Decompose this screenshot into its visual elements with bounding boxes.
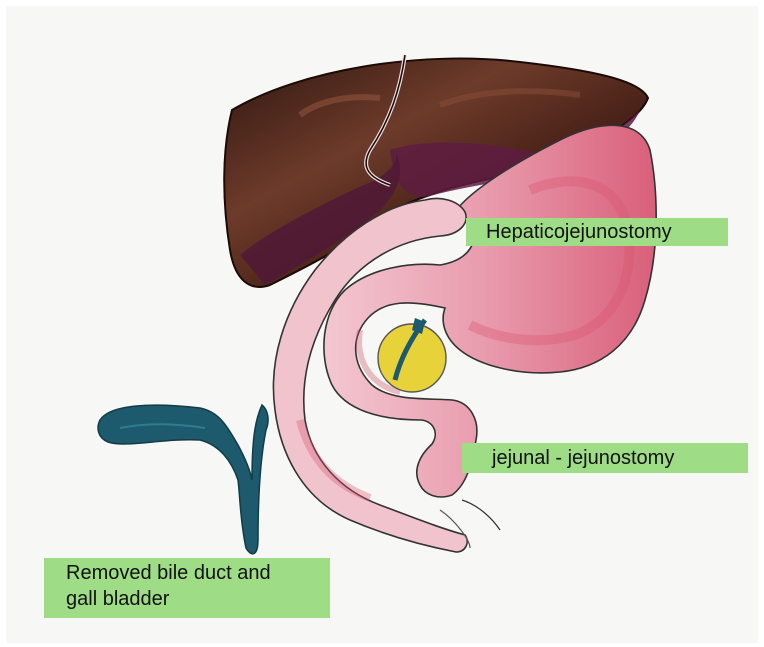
removed-bile-duct-label: Removed bile duct and gall bladder bbox=[44, 558, 330, 618]
jejunal-jejunostomy-label: jejunal - jejunostomy bbox=[462, 443, 748, 473]
removed-bile-duct-gallbladder-icon bbox=[98, 405, 268, 554]
hepaticojejunostomy-label: Hepaticojejunostomy bbox=[466, 218, 728, 246]
yellow-anastomosis-icon bbox=[378, 318, 446, 392]
